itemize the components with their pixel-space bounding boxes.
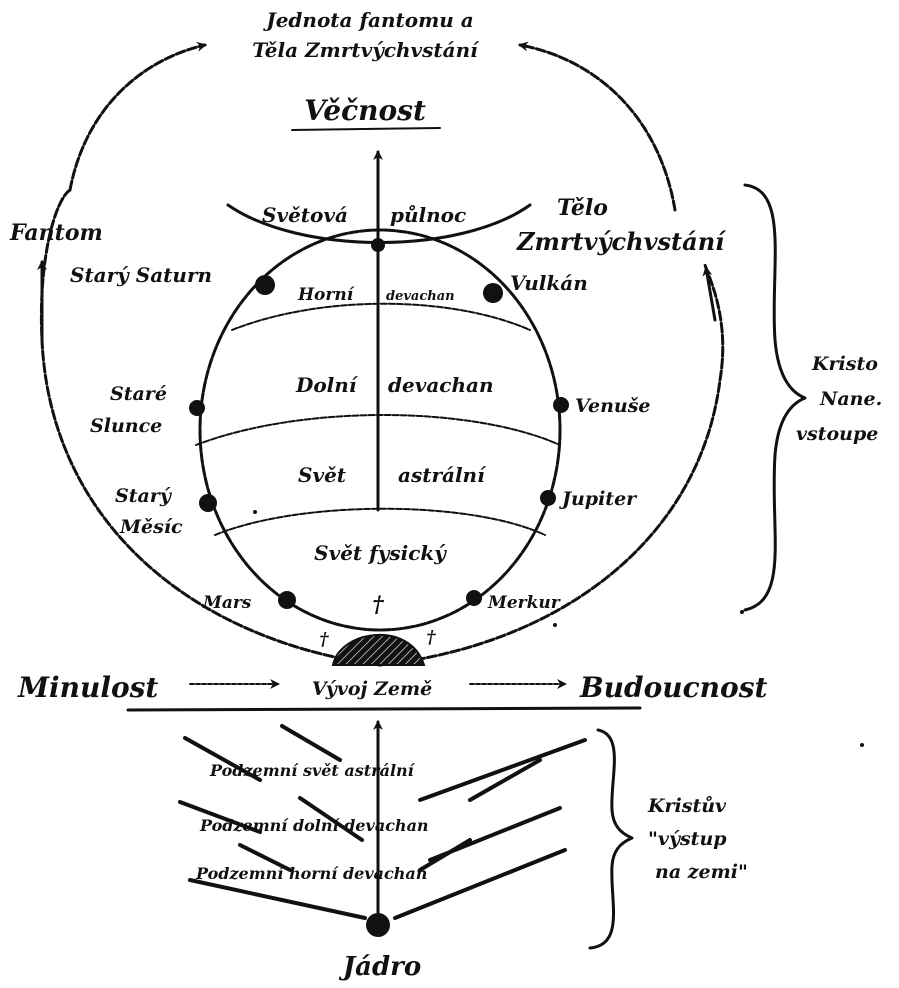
earth-surface-line [128, 708, 640, 710]
cross-top: † [372, 592, 384, 618]
cross-left: † [319, 629, 329, 650]
planet-old-moon-label-line2: Měsíc [119, 516, 183, 538]
planet-jupiter-label: Jupiter [559, 488, 638, 510]
world-midnight-right: půlnoc [390, 203, 466, 227]
ascension-label-line3: vstoupe [796, 423, 878, 445]
eternity-underline [292, 128, 440, 130]
physical-world-label: Svět fysický [314, 541, 447, 565]
planet-old-saturn-label: Starý Saturn [70, 263, 212, 287]
planet-jupiter-node [540, 490, 556, 506]
core-label: Jádro [338, 952, 421, 982]
outer-arc-top-left [70, 45, 205, 190]
dot-2 [553, 623, 557, 627]
branch-right-1 [420, 740, 585, 800]
planet-old-sun-label-line1: Staré [110, 383, 167, 405]
planet-venus-node [553, 397, 569, 413]
descent-label-line1: Kristův [647, 795, 727, 817]
underworld-lower-devachan-label: Podzemní dolní devachan [199, 816, 429, 835]
astral-left: Svět [298, 463, 347, 487]
underworld-astral-label: Podzemní svět astrální [209, 761, 416, 780]
planet-old-saturn-node [255, 275, 275, 295]
branch-left-1b [282, 726, 340, 760]
descent-label-line3: na zemi" [655, 861, 748, 883]
descent-brace [590, 730, 632, 948]
earth-evolution-label: Vývoj Země [312, 678, 432, 700]
future-label: Budoucnost [579, 671, 767, 704]
descent-label-line2: "výstup [648, 828, 727, 850]
astral-right: astrální [398, 463, 487, 487]
body-label-line2: Zmrtvýchvstání [516, 227, 727, 256]
world-midnight-left: Světová [262, 203, 348, 227]
branch-right-2b [420, 840, 470, 870]
outer-arc-top-right [520, 45, 675, 210]
planet-old-sun-node [189, 400, 205, 416]
underworld-upper-devachan-label: Podzemní horní devachan [195, 864, 427, 883]
dot-3 [860, 743, 864, 747]
body-label-line1: Tělo [557, 195, 608, 221]
phantom-label: Fantom [9, 220, 103, 246]
core-node [366, 913, 390, 937]
ascension-label-line2: Nane. [819, 388, 882, 410]
dot-1 [253, 510, 257, 514]
cross-right: † [426, 627, 436, 648]
upper-devachan-boundary [232, 304, 530, 330]
dot-4 [740, 610, 744, 614]
branch-left-4 [190, 880, 365, 918]
upper-devachan-left: Horní [297, 285, 355, 305]
planet-old-sun-label-line2: Slunce [90, 415, 162, 437]
branch-right-3 [395, 850, 565, 918]
planet-vulcan-node [483, 283, 503, 303]
world-midnight-node [371, 238, 385, 252]
lower-devachan-left: Dolní [295, 373, 359, 397]
past-label: Minulost [17, 671, 158, 704]
ascension-brace [745, 185, 805, 610]
planet-mars-label: Mars [202, 593, 252, 613]
planet-old-moon-label-line1: Starý [115, 485, 173, 507]
planet-mercury-label: Merkur [487, 593, 561, 613]
earth-mound [333, 635, 424, 665]
planet-vulcan-label: Vulkán [510, 271, 588, 295]
planet-mercury-node [466, 590, 482, 606]
eternity-label: Věčnost [304, 94, 426, 127]
planet-venus-label: Venuše [575, 395, 651, 417]
ascension-label-line1: Kristo [811, 353, 878, 375]
lower-devachan-right: devachan [388, 373, 494, 397]
unity-label-line2: Těla Zmrtvýchvstání [252, 38, 480, 62]
planetary-sphere [200, 230, 560, 630]
unity-label-line1: Jednota fantomu a [262, 8, 474, 32]
astral-boundary [215, 509, 545, 535]
planet-mars-node [278, 591, 296, 609]
upper-devachan-right: devachan [386, 289, 455, 304]
planet-old-moon-node [199, 494, 217, 512]
